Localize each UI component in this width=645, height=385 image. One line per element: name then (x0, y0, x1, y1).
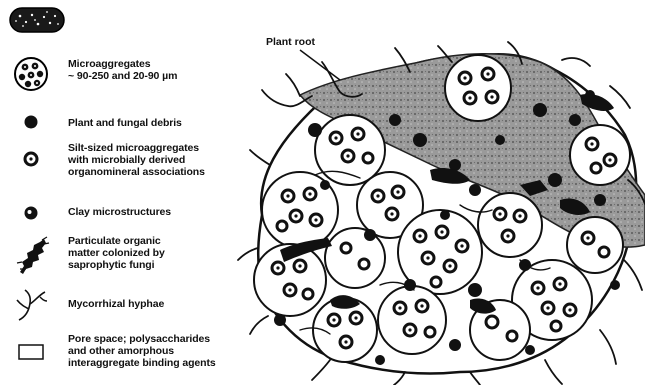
plant-root-label: Plant root (266, 36, 315, 48)
plant-root-pointer (300, 50, 340, 80)
